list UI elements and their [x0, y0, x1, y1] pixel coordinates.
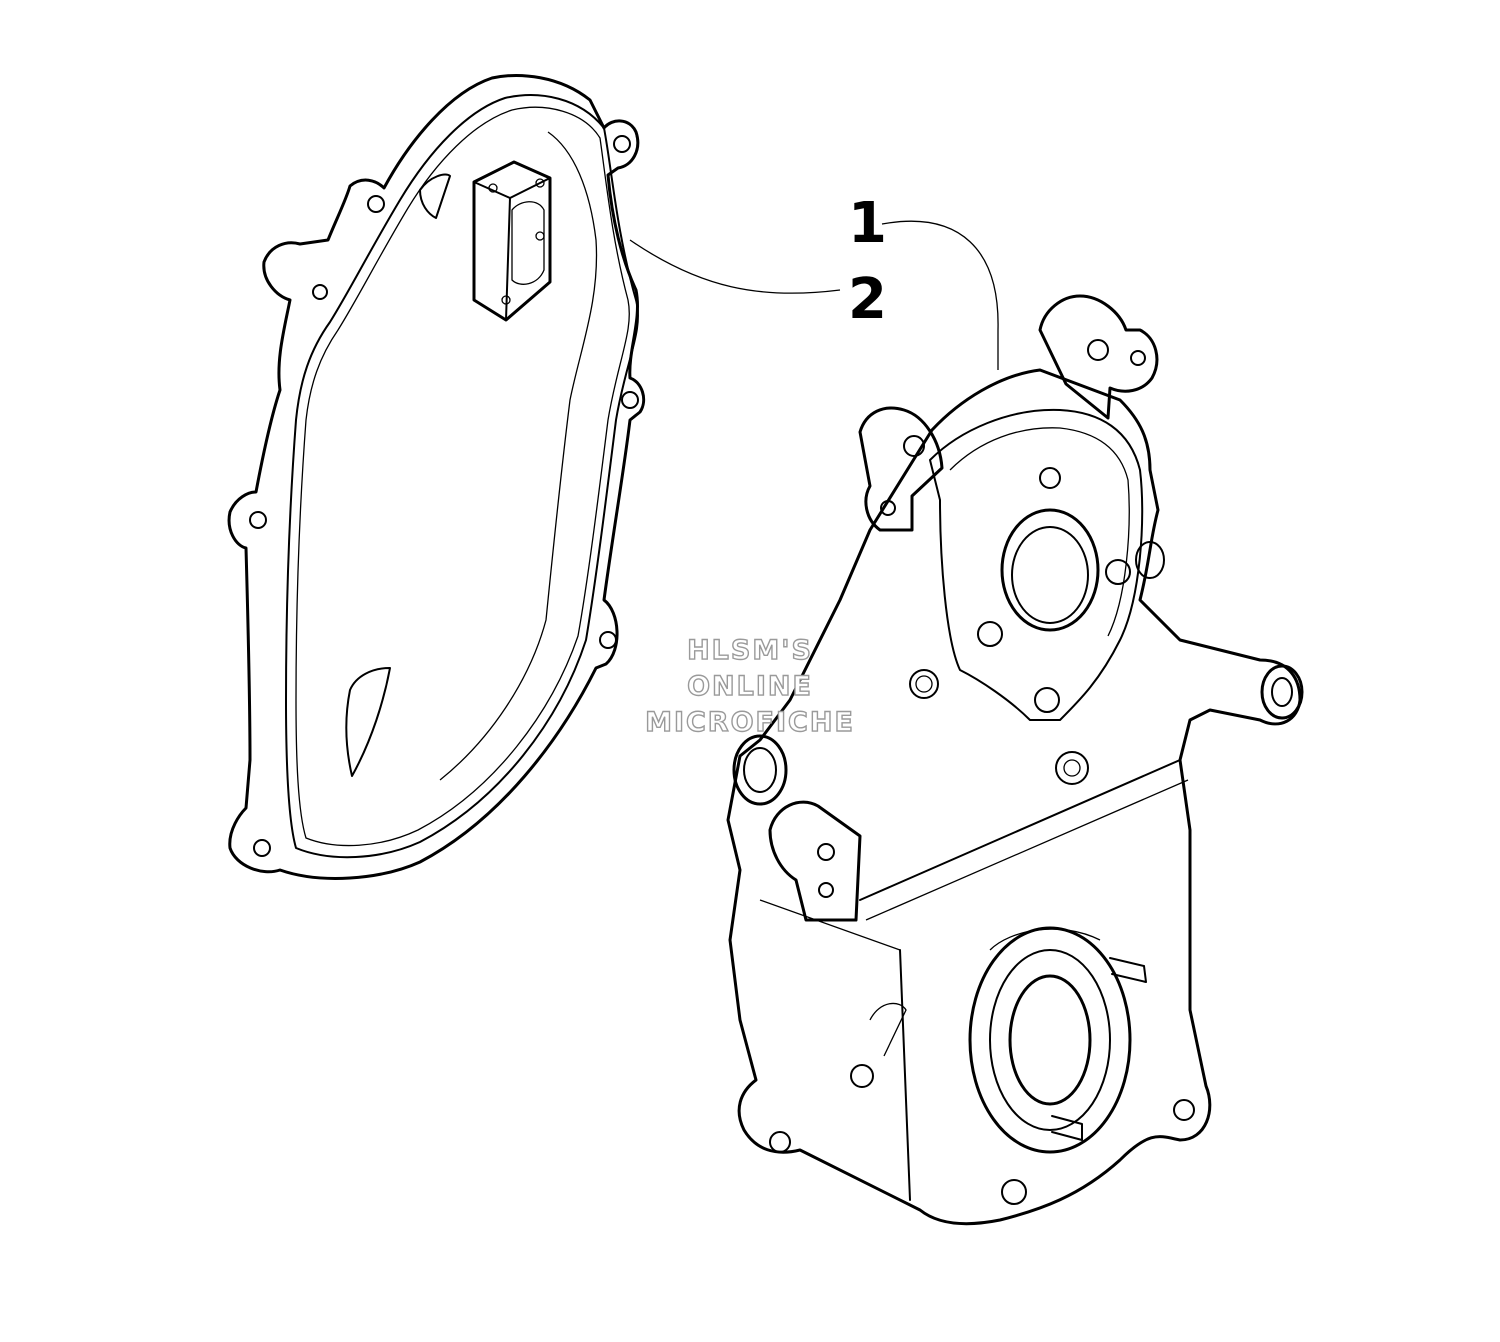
watermark-line-1: HLSM'S [686, 634, 813, 666]
callout-2-number: 2 [848, 267, 887, 332]
callout-1-leader [881, 220, 999, 370]
housing-part[interactable] [726, 294, 1304, 1226]
callout-2[interactable]: 2 [629, 239, 887, 332]
callout-1-number: 1 [848, 191, 887, 256]
watermark-line-3: MICROFICHE [644, 706, 855, 738]
callout-1[interactable]: 1 [848, 191, 999, 370]
cover-part[interactable] [227, 74, 646, 880]
callout-2-leader [629, 239, 841, 294]
watermark-line-2: ONLINE [686, 670, 813, 702]
